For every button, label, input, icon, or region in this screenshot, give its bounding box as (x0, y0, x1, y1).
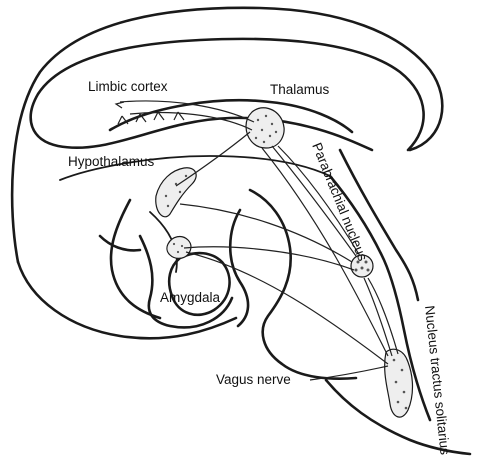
hypothalamus-nucleus (156, 168, 196, 217)
label-nucleus-tractus-solitarius: Nucleus tractus solitarius (422, 305, 453, 456)
cortex-inner-outline (31, 39, 424, 150)
label-parabrachial-nucleus: Parabrachial nucleus (309, 141, 370, 264)
label-vagus-nerve: Vagus nerve (216, 372, 291, 387)
nucleus-tractus-solitarius-node (385, 349, 413, 417)
label-hypothalamus: Hypothalamus (68, 154, 155, 169)
label-amygdala: Amygdala (160, 290, 221, 305)
cortex-outer-outline (12, 8, 442, 262)
septal-outline (111, 200, 160, 318)
thalamus-nucleus (246, 108, 284, 148)
label-thalamus: Thalamus (270, 82, 330, 97)
optic-chiasm-outline (100, 236, 140, 250)
label-limbic-cortex: Limbic cortex (88, 79, 168, 94)
fiber-hypothalamus-up (176, 132, 250, 186)
limbic-cortex-arrow (116, 102, 124, 108)
